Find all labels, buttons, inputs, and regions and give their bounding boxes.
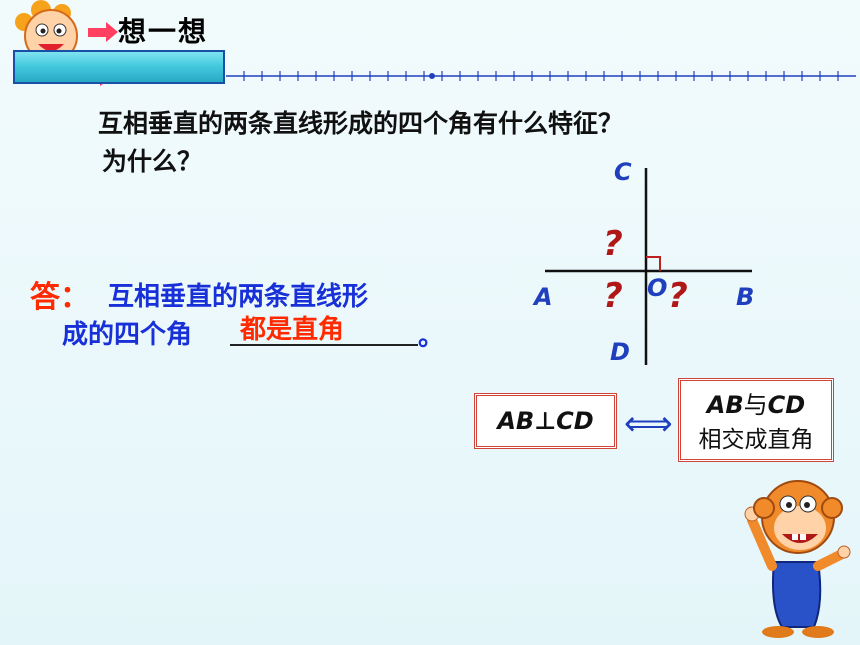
label-b: B xyxy=(736,283,755,311)
question-line-1: 互相垂直的两条直线形成的四个角有什么特征？ xyxy=(98,109,624,138)
ruler-line xyxy=(226,71,856,81)
page-title: 想一想 xyxy=(118,15,209,48)
question-mark-right: ? xyxy=(668,276,688,316)
definition-with: 与 xyxy=(743,391,768,419)
question-mark-left: ? xyxy=(603,276,623,316)
right-angle-definition-box: AB与CD 相交成直角 xyxy=(678,378,834,462)
header-bar xyxy=(13,50,225,84)
equivalence-arrow-icon: ⟺ xyxy=(624,404,673,444)
definition-line-2: 相交成直角 xyxy=(698,427,814,453)
right-angle-mark xyxy=(646,256,661,271)
question-line-2: 为什么？ xyxy=(102,147,203,176)
cartoon-monkey-icon xyxy=(744,480,851,638)
answer-period: 。 xyxy=(418,322,445,352)
label-a: A xyxy=(534,283,553,311)
perpendicular-lines-diagram xyxy=(545,168,752,365)
question-mark-top: ? xyxy=(603,224,623,264)
answer-label: 答： xyxy=(30,280,90,315)
label-o: O xyxy=(647,274,668,302)
question-text: 互相垂直的两条直线形成的四个角有什么特征？ 为什么？ xyxy=(98,105,623,181)
definition-ab: AB xyxy=(706,391,744,419)
definition-cd: CD xyxy=(767,391,806,419)
answer-text-line-2: 成的四个角 xyxy=(62,320,193,350)
label-d: D xyxy=(610,338,630,366)
definition-line-1: AB与CD xyxy=(681,385,831,420)
answer-fill-text: 都是直角 xyxy=(240,315,345,345)
label-c: C xyxy=(614,158,632,186)
answer-text-line-1: 互相垂直的两条直线形 xyxy=(108,282,369,312)
answer-blank-line xyxy=(230,344,418,346)
perpendicular-notation-box: AB⊥CD xyxy=(474,393,617,449)
